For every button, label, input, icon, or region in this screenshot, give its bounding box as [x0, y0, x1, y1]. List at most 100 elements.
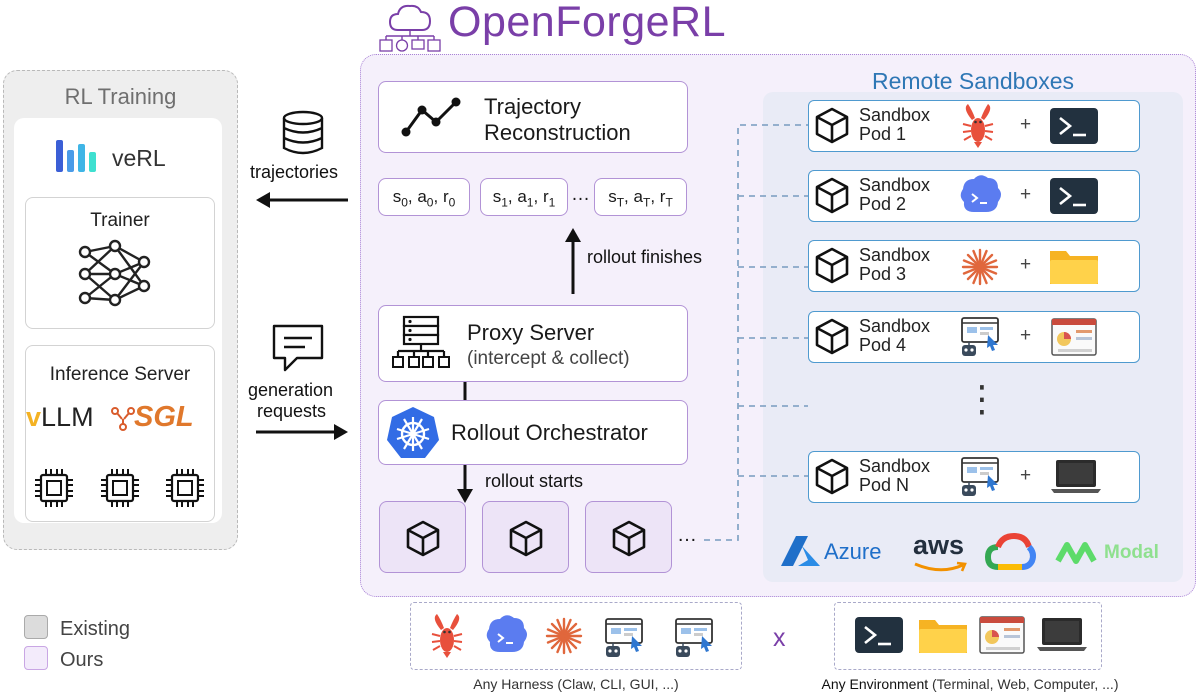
- legend-existing-swatch: [24, 615, 48, 639]
- trainer-label: Trainer: [90, 210, 150, 231]
- pod-4-line1: Sandbox: [859, 316, 931, 336]
- gpu-chip-icon: [99, 467, 141, 509]
- inference-server-label: Inference Server: [49, 364, 191, 385]
- folder-icon: [1050, 251, 1098, 284]
- pod-n-line2: Pod N: [859, 475, 910, 495]
- requests-label: requests: [257, 401, 327, 421]
- generation-requests-arrow: [256, 424, 348, 440]
- page-title: OpenForgeRL: [448, 0, 726, 46]
- remote-sandboxes-title: Remote Sandboxes: [871, 68, 1074, 94]
- proxy-server-title: Proxy Server: [467, 320, 595, 345]
- gui-agent-icon: [675, 618, 713, 658]
- aws-label: aws: [913, 530, 965, 560]
- pod-2-line1: Sandbox: [859, 175, 931, 195]
- sglang-logo-icon: [111, 407, 135, 431]
- proxy-server-icon: [392, 315, 450, 368]
- laptop-icon: [1037, 618, 1087, 651]
- pod-4-line2: Pod 4: [859, 335, 907, 355]
- terminal-icon: [853, 615, 905, 655]
- environment-caption-rest: (Terminal, Web, Computer, ...): [928, 676, 1119, 692]
- trainer-card: [25, 197, 215, 329]
- gpu-chips: [33, 467, 206, 509]
- proxy-server-subtitle: (intercept & collect): [467, 348, 630, 369]
- database-icon: [282, 110, 324, 155]
- vllm-prefix: v: [26, 402, 42, 432]
- pod-cube-icon: [815, 318, 849, 355]
- sglang-label: SGL: [134, 401, 194, 433]
- rollout-orchestrator-label: Rollout Orchestrator: [451, 420, 648, 445]
- openforge-cloud-logo: [379, 4, 441, 52]
- tuple-t-label: sT, aT, rT: [608, 187, 673, 210]
- legend-ours-label: Ours: [60, 649, 104, 671]
- starburst-icon: [545, 617, 583, 655]
- pod-cube-icon: [815, 458, 849, 495]
- plus-sign: +: [1020, 325, 1032, 346]
- sandbox-instance: [482, 501, 569, 573]
- plus-sign: +: [1020, 254, 1032, 275]
- rollout-finishes-arrow: [565, 228, 581, 294]
- sandbox-ellipsis: …: [677, 524, 697, 546]
- trajectory-title-1: Trajectory: [484, 94, 581, 119]
- gui-agent-icon: [605, 618, 643, 658]
- legend-existing-label: Existing: [60, 618, 131, 640]
- modal-icon: [1055, 542, 1097, 564]
- azure-label: Azure: [824, 539, 882, 564]
- aws-smile-icon: [914, 561, 967, 572]
- laptop-icon: [1051, 460, 1101, 493]
- terminal-icon: [1048, 176, 1100, 216]
- trajectory-line-icon: [401, 97, 461, 137]
- vllm-label: LLM: [41, 402, 94, 432]
- times-sign: x: [773, 624, 786, 652]
- gpu-chip-icon: [33, 467, 75, 509]
- harness-strip: [410, 602, 742, 670]
- verl-label: veRL: [112, 145, 166, 171]
- environment-strip: [834, 602, 1102, 670]
- generation-label: generation: [248, 380, 334, 400]
- pods-vertical-ellipsis: ⋮: [964, 378, 1000, 419]
- pod-connectors: [704, 124, 808, 541]
- plus-sign: +: [1020, 184, 1032, 205]
- tuple-box: [594, 178, 687, 216]
- azure-icon: [781, 536, 820, 566]
- tuple-box: [480, 178, 568, 216]
- harness-caption: Any Harness (Claw, CLI, GUI, ...): [473, 676, 679, 692]
- trajectory-title-2: Reconstruction: [484, 120, 631, 145]
- pod-cube-icon: [815, 107, 849, 144]
- plus-sign: +: [1020, 114, 1032, 135]
- pod-3-line2: Pod 3: [859, 264, 907, 284]
- proxy-orchestrator-link: [463, 382, 467, 400]
- web-dashboard-icon: [1051, 318, 1097, 356]
- environment-caption: Any Environment (Terminal, Web, Computer…: [790, 676, 1150, 692]
- tuple-1-label: s1, a1, r1: [492, 187, 556, 210]
- gpu-chip-icon: [164, 467, 206, 509]
- pod-3-line1: Sandbox: [859, 245, 931, 265]
- pod-1-line2: Pod 1: [859, 124, 907, 144]
- cli-cloud-icon: [485, 614, 528, 653]
- terminal-icon: [1048, 106, 1100, 146]
- sandbox-cube-icon: [612, 520, 646, 557]
- rl-training-title: RL Training: [64, 84, 177, 109]
- tuple-ellipsis: …: [571, 184, 590, 205]
- rollout-starts-arrow: [457, 465, 473, 503]
- kubernetes-icon: [387, 407, 439, 458]
- trajectories-arrow: [256, 192, 348, 208]
- vllm-logo: vLLM: [26, 402, 94, 433]
- pod-cube-icon: [815, 247, 849, 284]
- folder-icon: [919, 620, 967, 653]
- sandbox-cube-icon: [406, 520, 440, 557]
- modal-label: Modal: [1104, 542, 1159, 563]
- chat-bubble-icon: [272, 324, 324, 372]
- pod-1-line1: Sandbox: [859, 105, 931, 125]
- legend-ours-swatch: [24, 646, 48, 670]
- verl-logo-icon: [56, 140, 96, 172]
- pod-cube-icon: [815, 177, 849, 214]
- google-cloud-icon: [984, 532, 1036, 570]
- plus-sign: +: [1020, 465, 1032, 486]
- gui-agent-icon: [961, 317, 999, 357]
- rollout-finishes-label: rollout finishes: [587, 247, 703, 267]
- claw-lobster-icon: [431, 613, 463, 659]
- trajectories-label: trajectories: [250, 162, 339, 182]
- pod-2-line2: Pod 2: [859, 194, 907, 214]
- cli-cloud-icon: [959, 174, 1002, 213]
- web-dashboard-icon: [979, 616, 1025, 654]
